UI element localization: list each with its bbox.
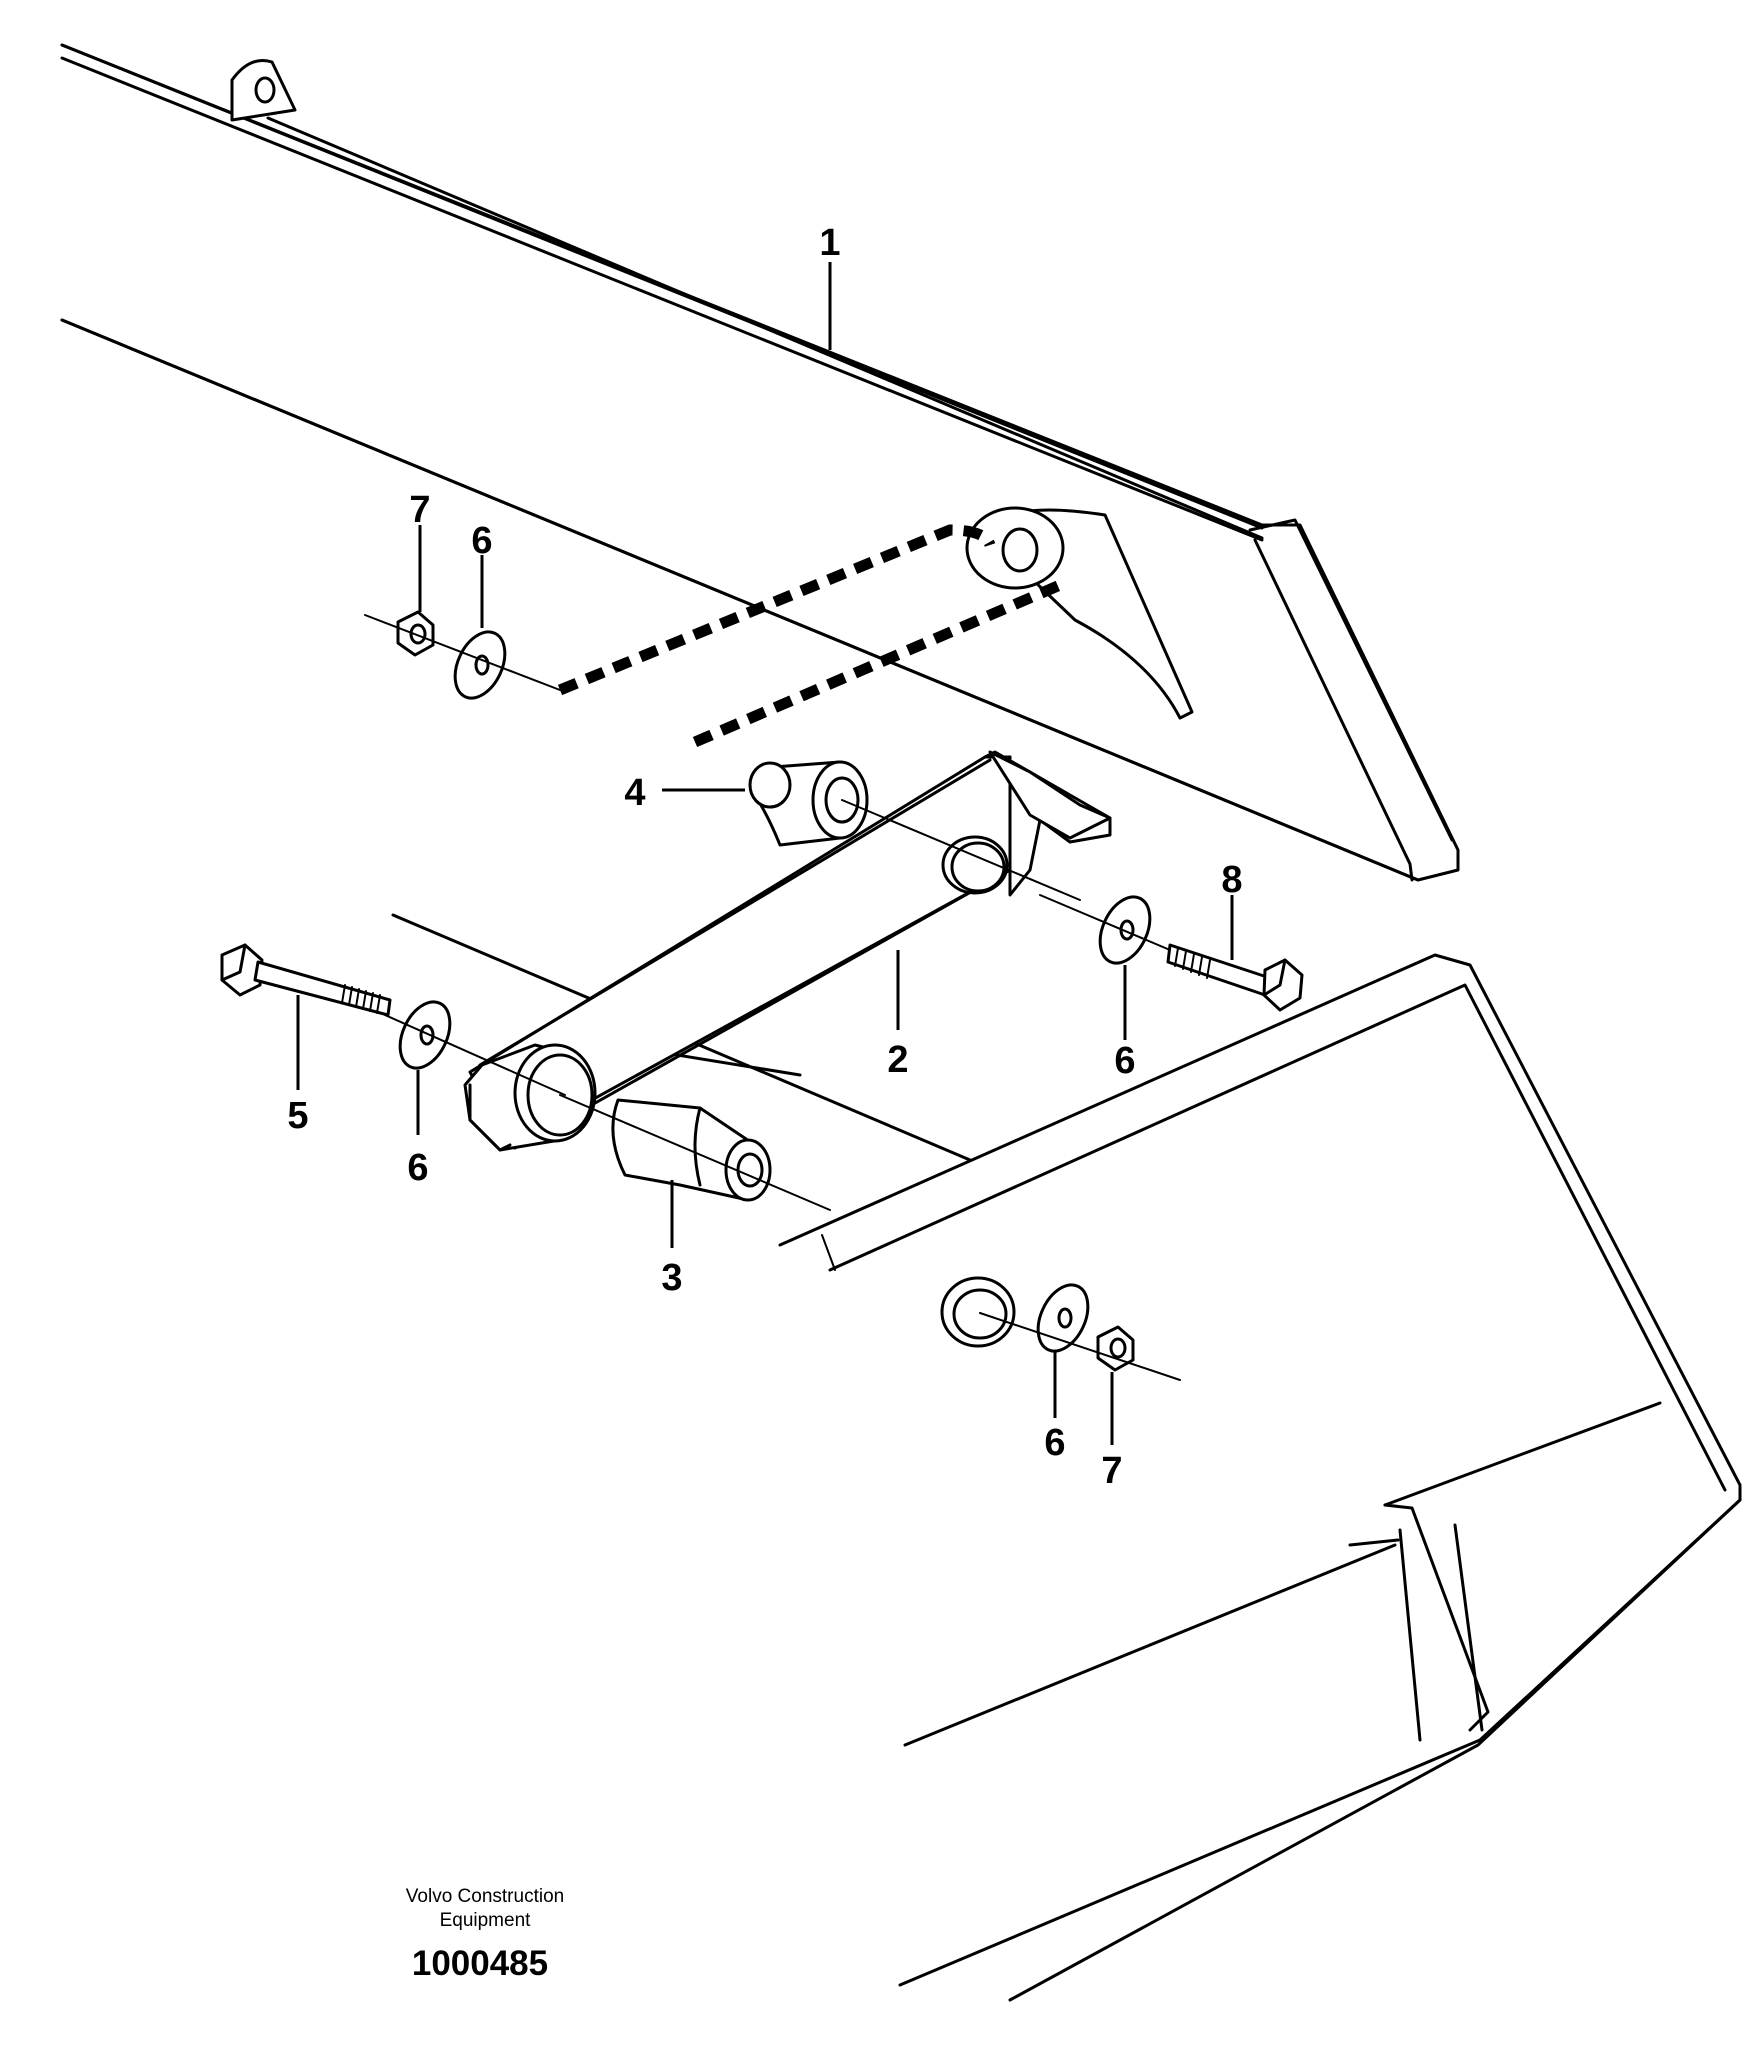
brand-line-2: Equipment (440, 1910, 532, 1931)
brand-line-1: Volvo Construction (406, 1886, 564, 1907)
bolt-short (1166, 943, 1304, 1012)
callout-6-bottom: 6 (1044, 1422, 1065, 1464)
callout-1: 1 (819, 222, 840, 264)
bushing-short (748, 760, 1081, 901)
callout-2: 2 (887, 1039, 908, 1081)
leader-lines (296, 262, 1234, 1445)
axis-lower-right (979, 1312, 1181, 1381)
callout-6-right: 6 (1114, 1040, 1135, 1082)
link (463, 750, 1112, 1152)
bolt-long (220, 943, 392, 1017)
document-number: 1000485 (412, 1944, 548, 1983)
callout-6-upper: 6 (471, 520, 492, 562)
boom-arm (60, 43, 1460, 882)
callout-7-lower: 7 (1101, 1450, 1122, 1492)
assembly-line-upper (557, 524, 996, 696)
bushing-long (559, 1094, 831, 1211)
assembly-line-lower (692, 579, 1063, 748)
callout-6-lower-left: 6 (407, 1147, 428, 1189)
washer-upper-left (453, 630, 507, 700)
callout-7-upper: 7 (409, 489, 430, 531)
bucket (391, 913, 1742, 2002)
axis-upper-left (364, 614, 561, 691)
washer-bottom (1036, 1283, 1090, 1353)
axis-lower-left (384, 1014, 566, 1096)
nut-lower (1096, 1325, 1135, 1372)
callout-4: 4 (624, 772, 645, 814)
callout-3: 3 (661, 1257, 682, 1299)
washer-lower-left (398, 1000, 452, 1070)
callout-5: 5 (287, 1095, 308, 1137)
axis-right (1039, 894, 1171, 951)
callout-8: 8 (1221, 859, 1242, 901)
